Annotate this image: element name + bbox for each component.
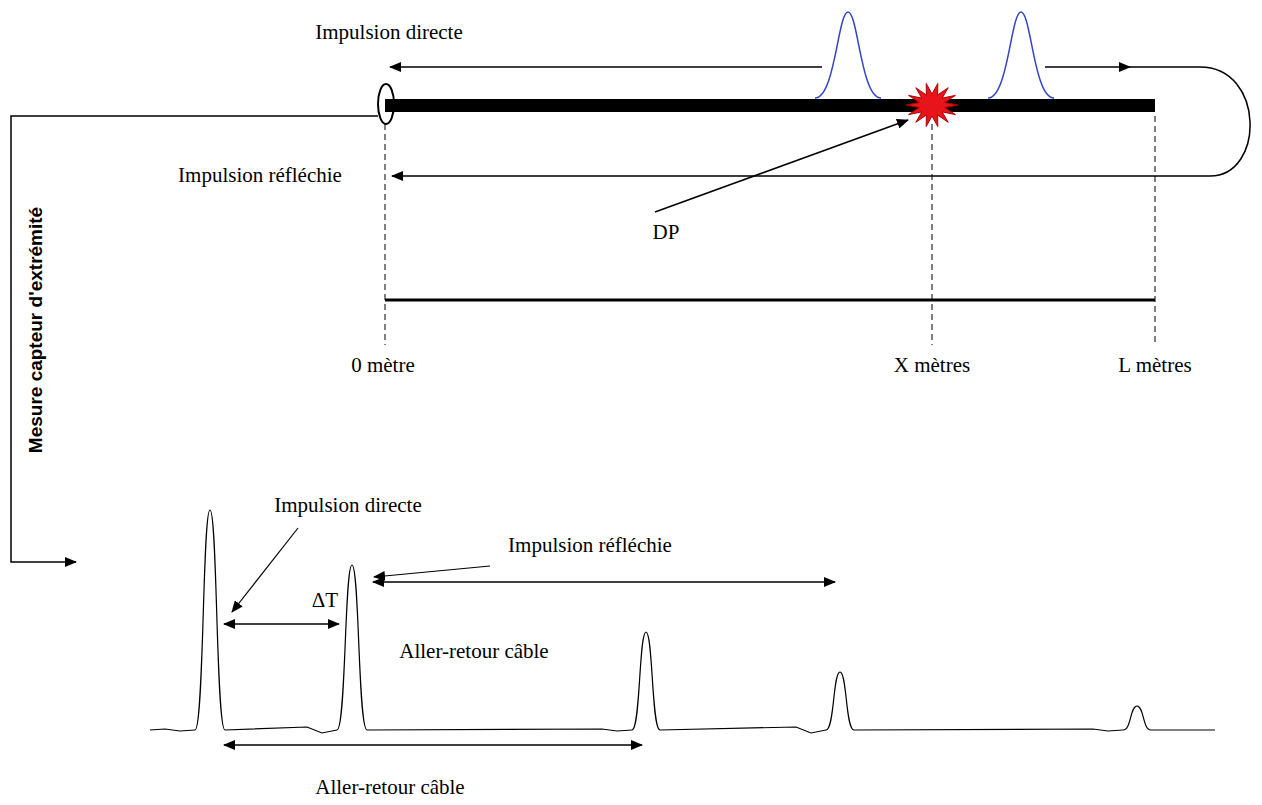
pulse-label: Impulsion directe <box>315 20 463 44</box>
forward-arrow <box>1045 66 1130 68</box>
distance-label: X mètres <box>894 353 970 377</box>
leader-line <box>655 120 908 212</box>
direct-arrow <box>390 66 822 68</box>
pulse-label: Impulsion réfléchie <box>178 163 342 187</box>
signal-trace <box>150 510 1215 733</box>
span-label: Aller-retour câble <box>399 639 548 663</box>
span-label: Aller-retour câble <box>315 775 464 799</box>
length-bar <box>385 299 1155 302</box>
dashed-line <box>1155 116 1156 345</box>
delta-label: ΔT <box>312 588 338 612</box>
leader-line <box>232 528 298 612</box>
axis-label: Mesure capteur d'extrémité <box>24 207 48 453</box>
distance-label: 0 mètre <box>351 353 415 377</box>
span-arrow <box>224 744 642 746</box>
pulse-label: Impulsion réfléchie <box>508 533 672 557</box>
dashed-line <box>385 124 386 345</box>
pulse <box>815 12 881 98</box>
leader-line <box>374 566 490 577</box>
defect-label: DP <box>653 220 680 244</box>
sensor-ring <box>378 84 394 124</box>
span-arrow <box>373 581 835 583</box>
pulse <box>988 12 1054 98</box>
reflected-arrow <box>392 67 1250 176</box>
cable <box>385 99 1155 112</box>
distance-label: L mètres <box>1118 353 1191 377</box>
defect-star <box>906 84 958 127</box>
dashed-line <box>932 124 933 345</box>
pulse-label: Impulsion directe <box>274 493 422 517</box>
delta-arrow <box>224 623 339 625</box>
